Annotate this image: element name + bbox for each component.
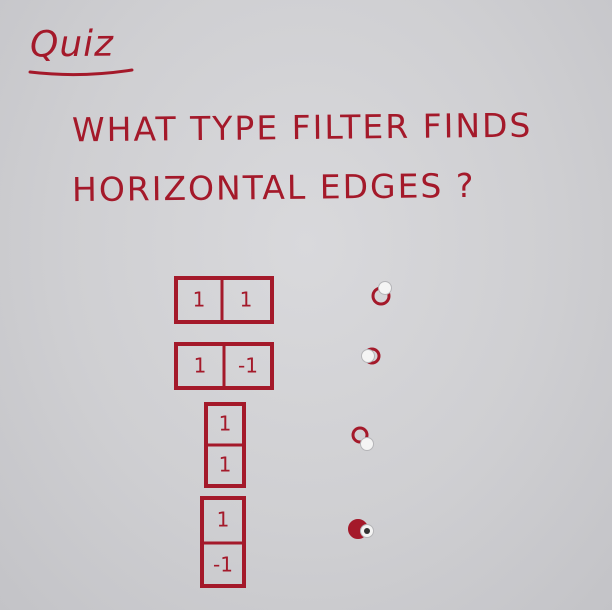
- answer-option-2-radio[interactable]: [361, 349, 375, 363]
- answer-option-4-radio[interactable]: [360, 524, 374, 538]
- filter-option-1: 1 1: [174, 276, 274, 324]
- answer-option-1-radio[interactable]: [378, 281, 392, 295]
- answer-option-3-radio[interactable]: [360, 437, 374, 451]
- filter-option-2: 1 -1: [174, 342, 274, 390]
- filter-cell: -1: [213, 553, 233, 577]
- filter-cell: -1: [238, 354, 258, 378]
- filter-cell: 1: [219, 453, 232, 477]
- filter-option-3: 1 1: [204, 402, 246, 488]
- filter-option-4: 1 -1: [200, 496, 246, 588]
- filter-cell: 1: [219, 412, 232, 436]
- filter-frame: [174, 276, 274, 324]
- filter-cell: 1: [194, 354, 207, 378]
- filter-frame: [174, 342, 274, 390]
- filter-cell: 1: [240, 288, 253, 312]
- filter-frame: [204, 402, 246, 488]
- filter-cell: 1: [193, 288, 206, 312]
- filter-frame: [200, 496, 246, 588]
- filter-cell: 1: [217, 508, 230, 532]
